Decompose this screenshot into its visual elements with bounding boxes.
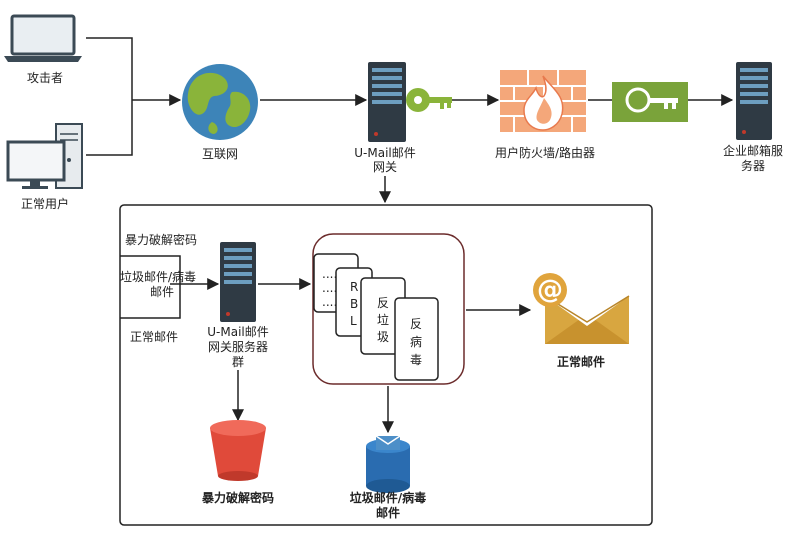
gateway-label-line1: U-Mail邮件: [354, 146, 416, 160]
bucket-icon: [210, 420, 266, 481]
database-icon: [366, 435, 410, 493]
output-spam-label-line1: 垃圾邮件/病毒: [350, 490, 426, 505]
key-icon: [612, 82, 688, 122]
filter-antivirus-char-3: 毒: [410, 353, 422, 367]
filter-rbl-char-l: L: [350, 314, 357, 328]
detail-frame: [119, 204, 653, 526]
output-normal-label: 正常邮件: [557, 354, 605, 369]
server-icon: [220, 242, 256, 322]
firewall-icon: [500, 70, 586, 132]
server-icon: [368, 62, 406, 142]
filter-rbl-char-b: B: [350, 297, 358, 311]
cluster-label-line1: U-Mail邮件: [207, 325, 269, 339]
normal-user-label: 正常用户: [21, 196, 69, 211]
server-icon: [736, 62, 772, 140]
user-link: [86, 100, 133, 156]
enterprise-label-line1: 企业邮箱服: [723, 143, 783, 158]
laptop-icon: [4, 14, 82, 62]
input-spam-label-line2: 邮件: [150, 285, 174, 299]
input-bruteforce-label: 暴力破解密码: [125, 232, 197, 247]
internet-label: 互联网: [202, 147, 238, 161]
input-normal-label: 正常邮件: [130, 330, 178, 344]
input-bruteforce-link: [120, 255, 181, 284]
output-bruteforce-label: 暴力破解密码: [201, 490, 274, 505]
filter-antispam-char-1: 反: [377, 296, 389, 310]
cluster-label-line3: 群: [232, 355, 244, 369]
firewall-label: 用户防火墙/路由器: [495, 145, 595, 160]
filter-antivirus-char-2: 病: [410, 334, 422, 349]
filter-antispam-char-3: 圾: [377, 330, 389, 344]
filter-antivirus-char-1: 反: [410, 317, 422, 331]
envelope-icon: [533, 273, 630, 344]
globe-icon: [182, 64, 258, 140]
key-icon: [406, 88, 452, 112]
input-normal-link: [120, 284, 181, 319]
attacker-link: [86, 37, 133, 100]
desktop-icon: [6, 123, 83, 189]
gateway-label-line2: 网关: [373, 160, 397, 174]
cluster-label-line2: 网关服务器: [208, 339, 268, 354]
at-symbol: @: [537, 275, 563, 305]
output-spam-label-line2: 邮件: [376, 505, 400, 520]
filter-rbl-char-r: R: [350, 280, 358, 294]
input-spam-label-line1: 垃圾邮件/病毒: [120, 269, 196, 284]
filter-group-frame: [312, 233, 465, 385]
filter-antispam-char-2: 垃: [377, 312, 389, 327]
attacker-label: 攻击者: [27, 71, 63, 85]
filter-card-antivirus: [394, 297, 439, 381]
enterprise-label-line2: 务器: [741, 158, 765, 173]
